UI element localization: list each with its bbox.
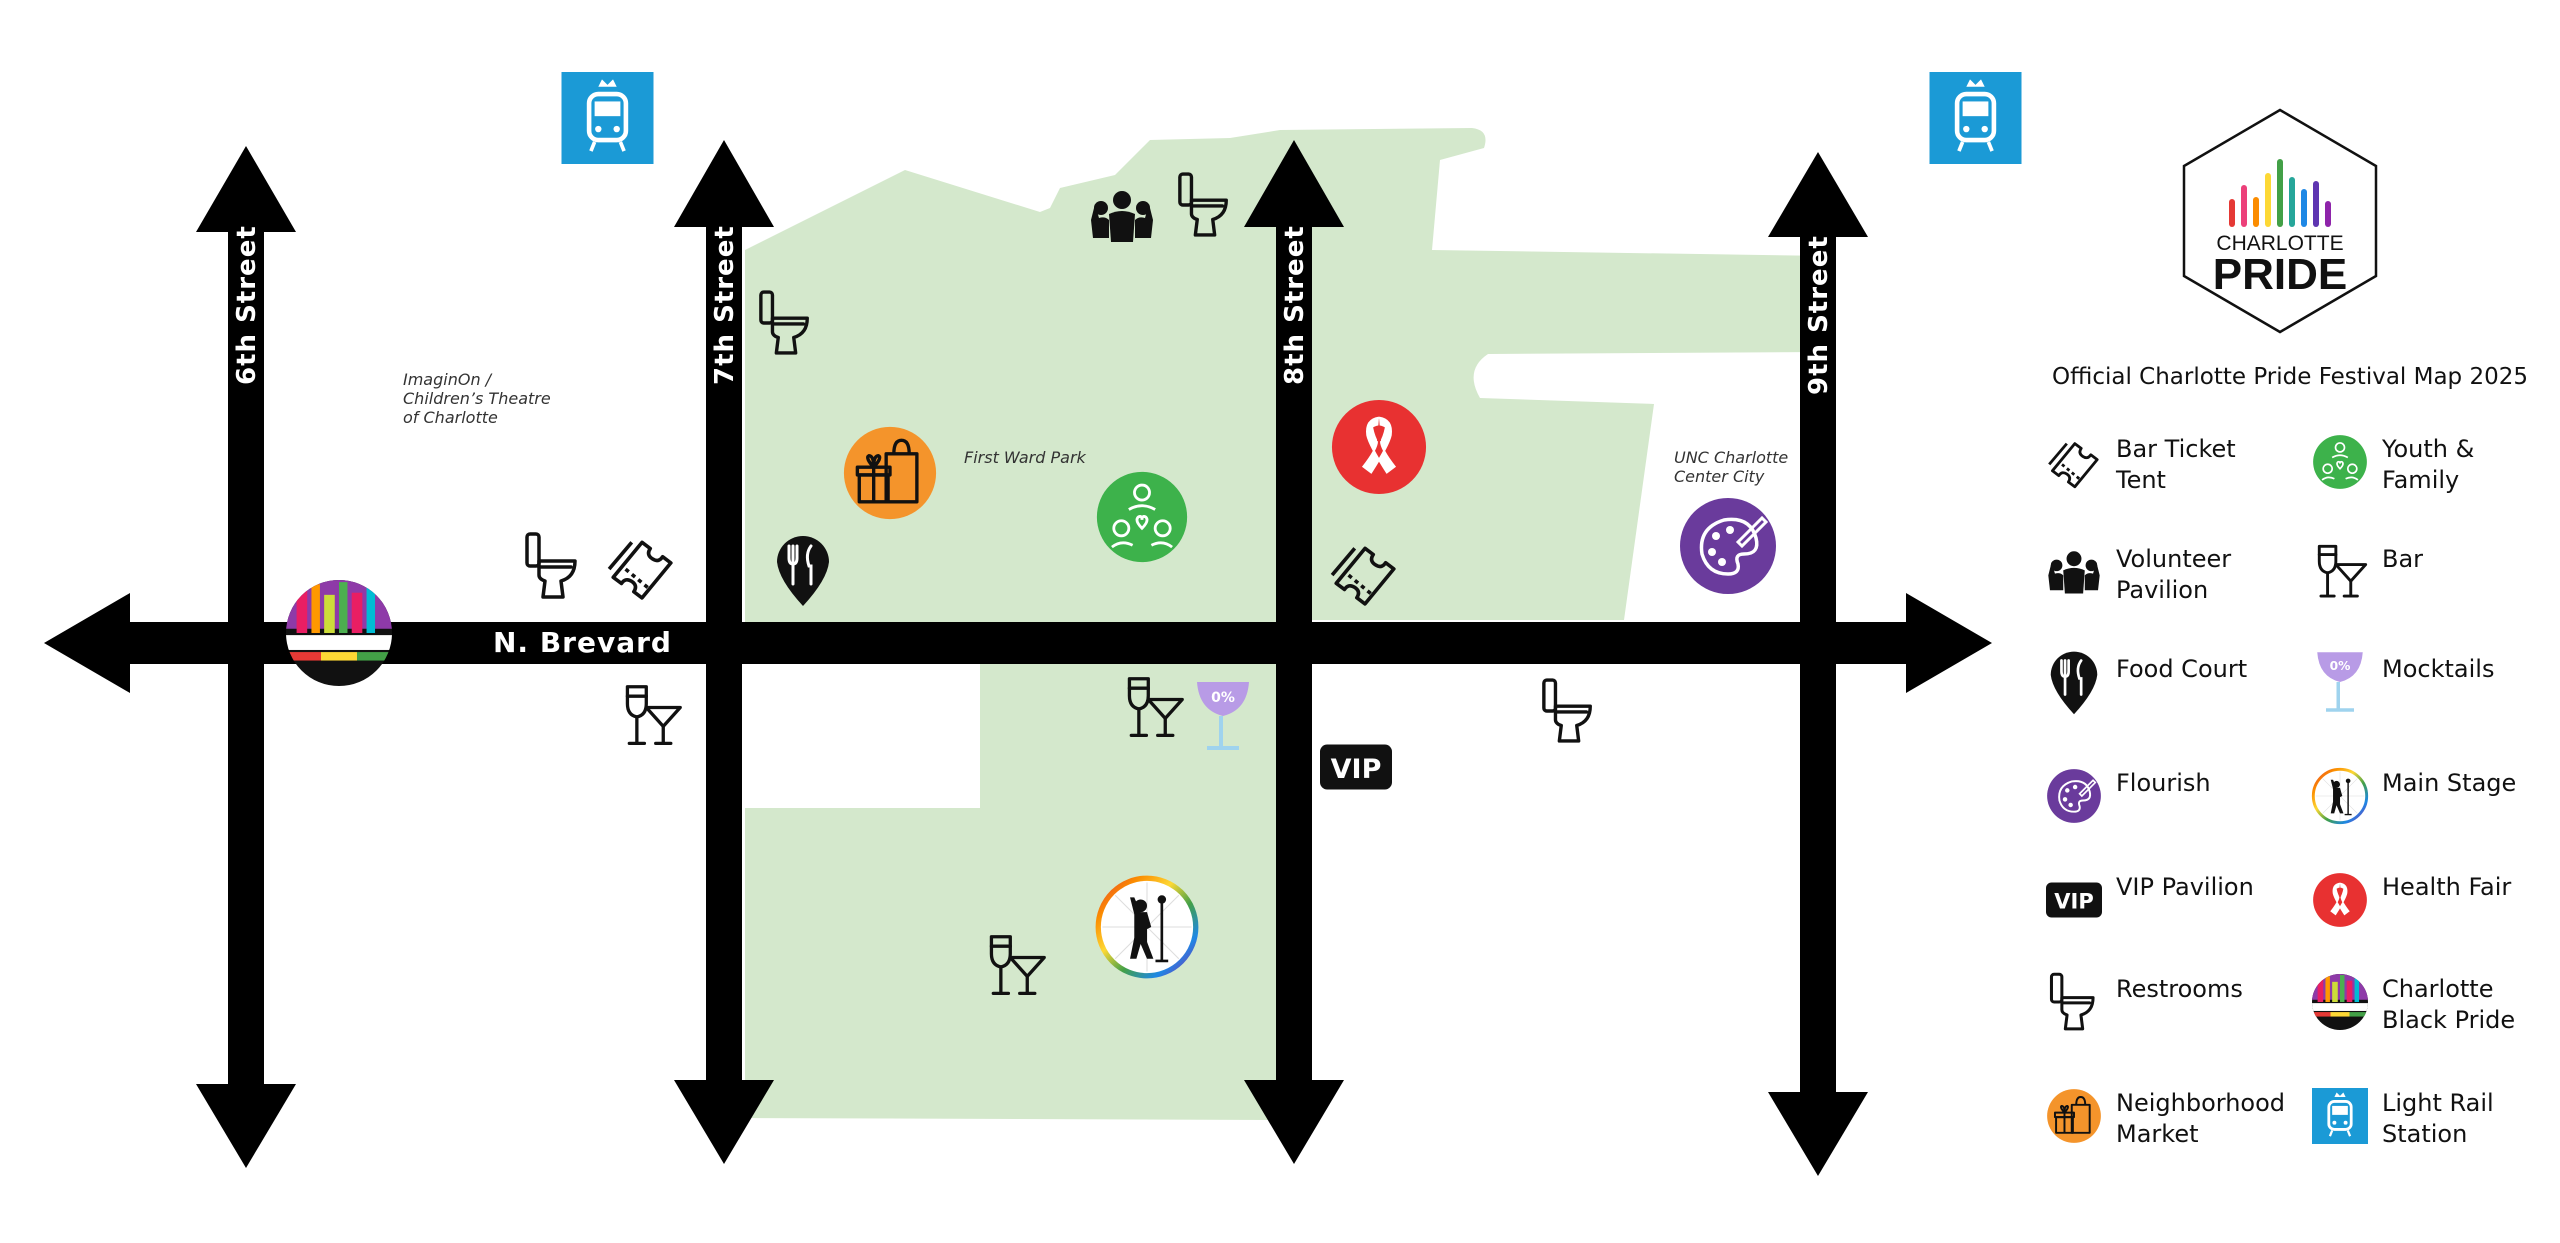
street-label-brevard: N. Brevard bbox=[493, 626, 672, 659]
legend-label: Youth & Family bbox=[2382, 435, 2475, 494]
ribbon-icon bbox=[2312, 872, 2368, 928]
legend-item-food-court: Food Court bbox=[2044, 650, 2304, 716]
mocktail-icon bbox=[2315, 650, 2365, 712]
palette-icon[interactable] bbox=[1678, 496, 1778, 596]
legend-item-main-stage: Main Stage bbox=[2310, 766, 2560, 826]
legend-label: Bar bbox=[2382, 545, 2424, 573]
charlotte-pride-logo bbox=[2182, 108, 2378, 334]
legend-item-mocktails: Mocktails bbox=[2310, 650, 2560, 712]
light-rail-icon[interactable] bbox=[562, 72, 654, 164]
volunteers-icon bbox=[2048, 551, 2100, 594]
street-label-6th: 6th Street bbox=[232, 225, 262, 385]
street-label-8th: 8th Street bbox=[1280, 225, 1310, 385]
legend-item-bar: Bar bbox=[2310, 542, 2560, 602]
legend-item-youth-family: Youth & Family bbox=[2310, 432, 2560, 496]
family-icon[interactable] bbox=[1095, 470, 1189, 564]
vip-icon bbox=[2046, 882, 2102, 918]
ribbon-icon[interactable] bbox=[1330, 398, 1428, 496]
legend-label: VIP Pavilion bbox=[2116, 873, 2254, 901]
legend-item-bar-ticket-tent: Bar Ticket Tent bbox=[2044, 432, 2304, 496]
toilet-icon bbox=[2049, 972, 2095, 1031]
performer-icon bbox=[2311, 767, 2369, 825]
streets bbox=[44, 140, 1992, 1176]
logo-text-charlotte: CHARLOTTE bbox=[2216, 232, 2344, 255]
legend-label: Volunteer Pavilion bbox=[2116, 545, 2232, 604]
legend-item-restrooms: Restrooms bbox=[2044, 972, 2304, 1032]
legend-label: Mocktails bbox=[2382, 655, 2495, 683]
ticket-icon bbox=[2047, 442, 2099, 489]
fork-knife-pin-icon bbox=[2049, 650, 2099, 716]
light-rail-icon[interactable] bbox=[1930, 72, 2022, 164]
legend-item-charlotte-black-pride: Charlotte Black Pride bbox=[2310, 972, 2560, 1036]
legend-label: Flourish bbox=[2116, 769, 2211, 797]
toilet-icon[interactable] bbox=[525, 532, 577, 599]
place-label-unc-charlotte: UNC Charlotte Center City bbox=[1674, 448, 1789, 486]
legend-label: Charlotte Black Pride bbox=[2382, 975, 2516, 1034]
toilet-icon[interactable] bbox=[1542, 678, 1593, 743]
legend-label: Health Fair bbox=[2382, 873, 2512, 901]
legend-label: Food Court bbox=[2116, 655, 2248, 683]
market-icon[interactable] bbox=[842, 425, 938, 521]
street-label-9th: 9th Street bbox=[1804, 235, 1834, 395]
legend-title: Official Charlotte Pride Festival Map 20… bbox=[2052, 364, 2528, 390]
cocktail-icon[interactable] bbox=[625, 684, 683, 746]
palette-icon bbox=[2046, 768, 2102, 824]
ticket-icon[interactable] bbox=[607, 540, 673, 600]
light-rail-icon bbox=[2312, 1088, 2368, 1144]
place-label-imaginon: ImaginOn / Children’s Theatre of Charlot… bbox=[403, 370, 551, 427]
black-pride-icon bbox=[2312, 974, 2368, 1030]
legend-item-flourish: Flourish bbox=[2044, 766, 2304, 826]
legend-label: Light Rail Station bbox=[2382, 1089, 2494, 1148]
legend-item-light-rail-station: Light Rail Station bbox=[2310, 1086, 2560, 1150]
legend-item-vip-pavilion: VIP Pavilion bbox=[2044, 870, 2304, 930]
market-icon bbox=[2046, 1088, 2102, 1144]
legend-item-neighborhood-market: Neighborhood Market bbox=[2044, 1086, 2304, 1150]
legend-item-health-fair: Health Fair bbox=[2310, 870, 2560, 930]
vip-icon[interactable] bbox=[1320, 744, 1392, 790]
place-label-first-ward-park: First Ward Park bbox=[964, 448, 1086, 467]
logo-text-pride: PRIDE bbox=[2212, 250, 2348, 299]
cocktail-icon bbox=[2317, 544, 2368, 598]
black-pride-icon[interactable] bbox=[286, 580, 392, 686]
legend-label: Main Stage bbox=[2382, 769, 2517, 797]
legend-item-volunteer-pavilion: Volunteer Pavilion bbox=[2044, 542, 2304, 606]
performer-icon[interactable] bbox=[1098, 878, 1196, 976]
legend-label: Neighborhood Market bbox=[2116, 1089, 2286, 1148]
legend-label: Bar Ticket Tent bbox=[2116, 435, 2236, 494]
legend-label: Restrooms bbox=[2116, 975, 2243, 1003]
family-icon bbox=[2312, 434, 2368, 490]
street-label-7th: 7th Street bbox=[710, 225, 740, 385]
